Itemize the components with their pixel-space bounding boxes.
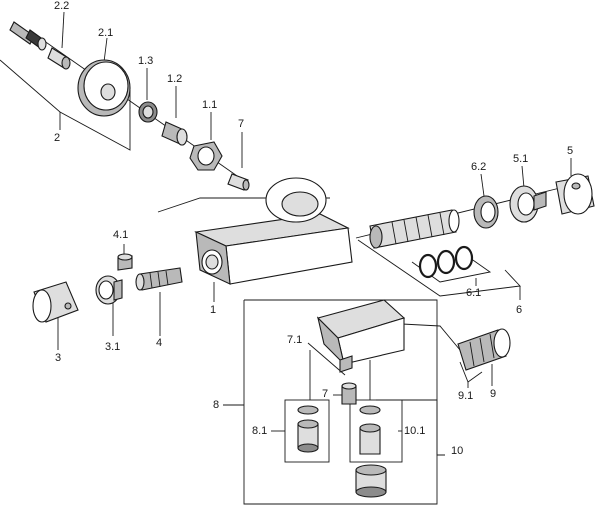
- part-6-2-nut: [473, 195, 499, 229]
- callout-2-1: 2.1: [98, 27, 114, 39]
- frame-group-10: [376, 399, 445, 456]
- callout-9: 9: [490, 388, 497, 400]
- callout-5-1: 5.1: [513, 153, 529, 165]
- part-1-1-union-nut: [189, 141, 223, 171]
- part-3-1-adapter: [95, 275, 123, 305]
- part-2-2-screw-insert: [9, 21, 47, 51]
- callout-6: 6: [516, 304, 523, 316]
- part-9-nozzle: [457, 328, 511, 371]
- part-7-top-fitting: [227, 173, 250, 191]
- part-1-2-check-valve: [161, 121, 188, 146]
- callout-3-1: 3.1: [105, 341, 121, 353]
- part-10-1-stack: [359, 405, 381, 455]
- callout-7-mid: 7: [322, 388, 329, 400]
- callout-8: 8: [213, 399, 220, 411]
- callout-9-1: 9.1: [458, 390, 474, 402]
- callout-2-2: 2.2: [54, 0, 70, 12]
- callout-10-1: 10.1: [404, 425, 426, 437]
- part-2-1-rosette: [77, 59, 131, 117]
- callout-1-3: 1.3: [138, 55, 154, 67]
- leader-6-2: [480, 173, 485, 197]
- part-8-1-stack: [297, 405, 319, 453]
- part-4-spindle: [135, 267, 183, 291]
- part-4-1-filter: [117, 253, 133, 271]
- callout-5: 5: [567, 145, 574, 157]
- bracket-group-2: [0, 59, 131, 151]
- part-3-flow-handle: [32, 281, 79, 323]
- callout-4-1: 4.1: [113, 229, 129, 241]
- callout-6-2: 6.2: [471, 161, 487, 173]
- callout-1-2: 1.2: [167, 73, 183, 85]
- part-7-valve: [341, 382, 357, 405]
- callout-6-1: 6.1: [466, 287, 482, 299]
- part-6-thermostat-cartridge: [369, 209, 460, 249]
- leader-7-1: [307, 342, 346, 376]
- part-10-cap: [355, 464, 387, 498]
- axis-to-9: [401, 323, 461, 351]
- part-7-1-housing: [316, 299, 406, 373]
- callout-2: 2: [54, 132, 61, 144]
- callout-10: 10: [451, 445, 464, 457]
- leader-2-1: [103, 37, 108, 63]
- callout-3: 3: [55, 352, 62, 364]
- part-1-thermostat-body: [194, 177, 353, 285]
- callout-4: 4: [156, 337, 163, 349]
- part-5-temperature-handle: [555, 173, 595, 215]
- part-5-1-stop-ring: [509, 185, 547, 223]
- leader-2-2: [61, 11, 65, 49]
- frame-lower-detail: [243, 299, 438, 505]
- callout-7-1: 7.1: [287, 334, 303, 346]
- bracket-group-6: [357, 239, 521, 297]
- leader-5-1: [521, 165, 525, 189]
- callout-8-1: 8.1: [252, 425, 268, 437]
- part-1-3-filter: [138, 101, 158, 123]
- callout-1: 1: [210, 304, 217, 316]
- callout-1-1: 1.1: [202, 99, 218, 111]
- part-6-1-o-rings: [418, 245, 474, 279]
- part-2-2b-sleeve: [47, 47, 71, 70]
- callout-7-top: 7: [238, 118, 245, 130]
